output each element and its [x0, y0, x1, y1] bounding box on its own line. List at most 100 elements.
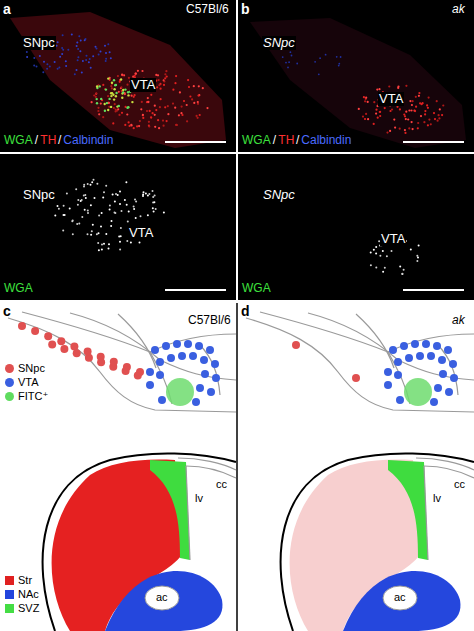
fluorescent-dot: [127, 94, 129, 96]
stain-name: WGA: [3, 282, 34, 295]
neuron-dot: [195, 342, 203, 350]
structure-label: ac: [155, 591, 169, 603]
fluorescent-dot: [105, 58, 107, 60]
fluorescent-dot: [96, 98, 98, 100]
fluorescent-dot: [114, 212, 116, 214]
fluorescent-dot: [318, 73, 320, 75]
panel-letter: d: [241, 304, 250, 319]
neuron-dot: [156, 358, 164, 366]
fluorescent-dot: [401, 273, 403, 275]
fluorescent-dot: [84, 209, 86, 211]
fluorescent-dot: [377, 117, 379, 119]
neuron-dot: [207, 388, 215, 396]
fluorescent-dot: [365, 113, 367, 115]
fluorescent-dot: [98, 113, 100, 115]
fluorescent-dot: [373, 123, 375, 125]
fluorescent-dot: [78, 35, 80, 37]
fluorescent-dot: [130, 242, 132, 244]
fluorescent-dot: [62, 49, 64, 51]
neuron-dot: [110, 358, 118, 366]
fluorescent-dot: [91, 181, 93, 183]
fluorescent-dot: [382, 271, 384, 273]
fluorescent-dot: [164, 77, 166, 79]
legend-text: SNpc: [18, 362, 45, 374]
fluorescent-dot: [388, 85, 390, 87]
region-name: SNpc: [22, 188, 56, 202]
fluorescent-dot: [291, 55, 293, 57]
fluorescent-dot: [72, 233, 74, 235]
neuron-dot: [196, 384, 204, 392]
fluorescent-dot: [115, 95, 117, 97]
fluorescent-dot: [418, 92, 420, 94]
legend-item: NAc: [5, 588, 39, 600]
fluorescent-dot: [145, 193, 147, 195]
fluorescent-dot: [158, 127, 160, 129]
fluorescent-dot: [420, 115, 422, 117]
fluorescent-dot: [126, 240, 128, 242]
legend-swatch: [5, 378, 14, 387]
fluorescent-dot: [91, 230, 93, 232]
fluorescent-dot: [160, 98, 162, 100]
fluorescent-dot: [175, 75, 177, 77]
fluorescent-dot: [436, 100, 438, 102]
fluorescent-dot: [365, 97, 367, 99]
fluorescent-dot: [87, 210, 89, 212]
fluorescent-dot: [172, 89, 174, 91]
structure-label: lv: [433, 492, 441, 504]
neuron-dot: [48, 340, 56, 348]
fluorescent-dot: [164, 106, 166, 108]
neuron-dot: [433, 342, 441, 350]
region-name: SNpc: [262, 36, 296, 50]
fluorescent-dot: [121, 74, 123, 76]
fluorescent-dot: [155, 109, 157, 111]
fluorescent-dot: [421, 103, 423, 105]
fluorescent-dot: [135, 73, 137, 75]
fluorescent-dot: [384, 107, 386, 109]
fluorescent-dot: [102, 197, 104, 199]
fluorescent-dot: [397, 87, 399, 89]
fluorescent-dot: [118, 114, 120, 116]
stain-name: TH: [39, 134, 57, 147]
fluorescent-dot: [104, 103, 106, 105]
neuron-dot: [211, 360, 219, 368]
fluorescent-dot: [367, 101, 369, 103]
fluorescent-dot: [98, 232, 100, 234]
fluorescent-dot: [433, 112, 435, 114]
fluorescent-dot: [105, 185, 107, 187]
fluorescent-dot: [121, 112, 123, 114]
fluorescent-dot: [157, 74, 159, 76]
fluorescent-dot: [418, 95, 420, 97]
fluorescent-dot: [154, 114, 156, 116]
fluorescent-dot: [147, 101, 149, 103]
neuron-dot: [146, 381, 154, 389]
legend-text: Str: [18, 574, 32, 586]
fluorescent-dot: [157, 119, 159, 121]
legend-text: SVZ: [18, 602, 39, 614]
fluorescent-dot: [65, 60, 67, 62]
fluorescent-dot: [101, 212, 103, 214]
fluorescent-dot: [154, 105, 156, 107]
fluorescent-dot: [57, 205, 59, 207]
fluorescent-dot: [384, 267, 386, 269]
fluorescent-dot: [108, 102, 110, 104]
fluorescent-dot: [139, 120, 141, 122]
fluorescent-dot: [64, 214, 66, 216]
neuron-dot: [352, 374, 360, 382]
fluorescent-dot: [382, 250, 384, 252]
fluorescent-dot: [26, 56, 28, 58]
stain-name: WGA: [241, 282, 272, 295]
fluorescent-dot: [97, 242, 99, 244]
neuron-dot: [416, 352, 424, 360]
fluorescent-dot: [187, 79, 189, 81]
fluorescent-dot: [63, 205, 65, 207]
legend-swatch: [5, 590, 14, 599]
fluorescent-dot: [54, 61, 56, 63]
fluorescent-dot: [197, 117, 199, 119]
fluorescent-dot: [153, 201, 155, 203]
fluorescent-dot: [109, 209, 111, 211]
fluorescent-dot: [408, 127, 410, 129]
fluorescent-dot: [319, 57, 321, 59]
fluorescent-dot: [411, 104, 413, 106]
fluorescent-dot: [206, 107, 208, 109]
